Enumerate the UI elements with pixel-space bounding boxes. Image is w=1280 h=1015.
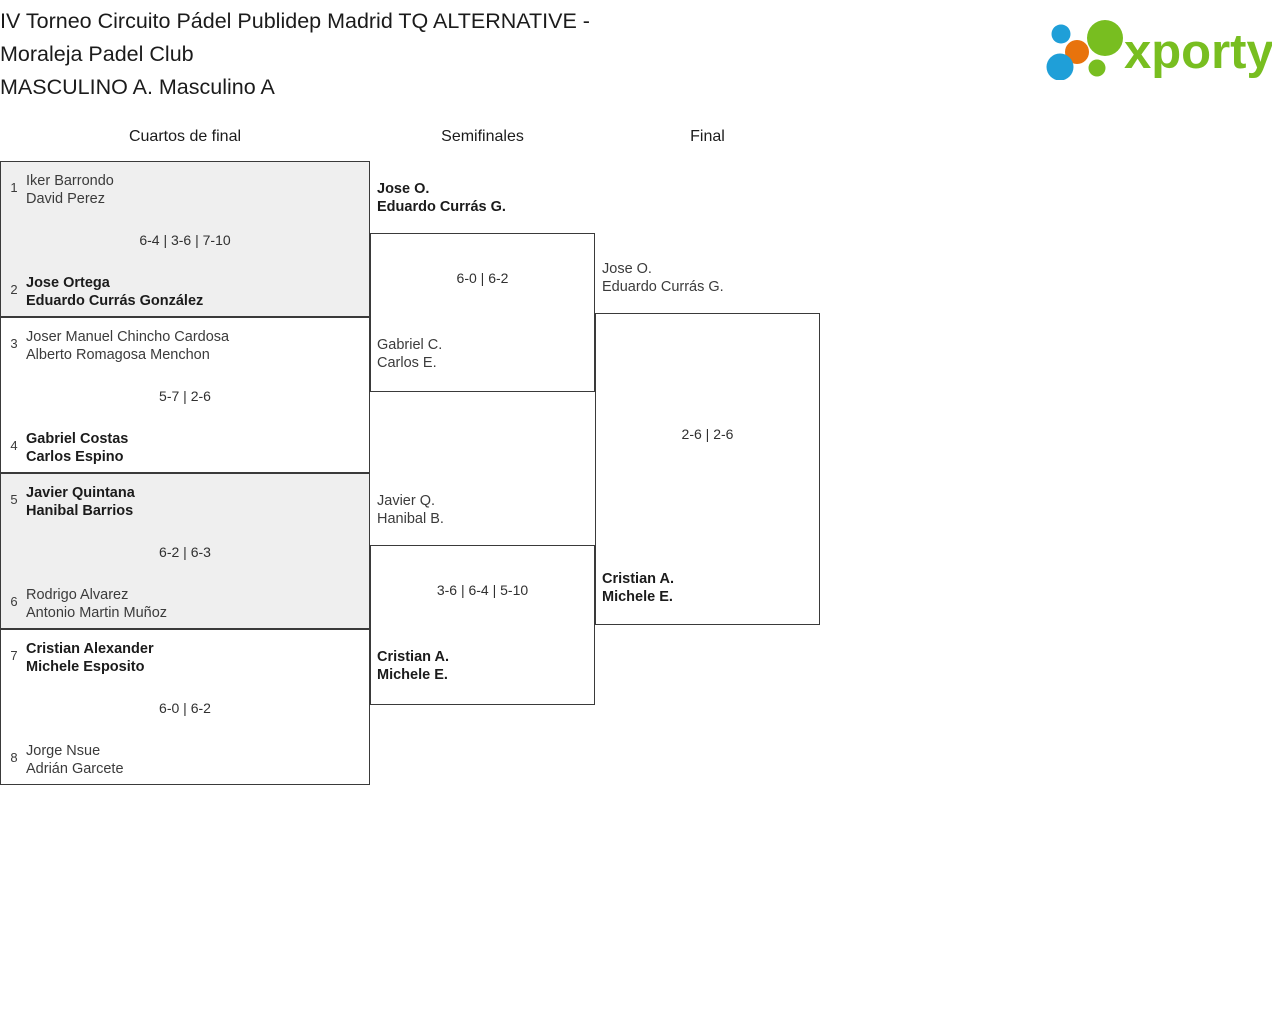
round-heading-final: Final xyxy=(690,128,725,145)
semifinal-2-top-team: Javier Q. Hanibal B. xyxy=(377,493,444,527)
team-name: Joser Manuel Chincho Cardosa Alberto Rom… xyxy=(26,329,230,363)
quarterfinal-match-3[interactable]: 5 Javier Quintana Hanibal Barrios 6-2 | … xyxy=(0,473,370,629)
team-name: Cristian Alexander Michele Esposito xyxy=(26,641,154,675)
seed-number: 2 xyxy=(10,282,18,297)
quarterfinal-match-1[interactable]: 1 Iker Barrondo David Perez 6-4 | 3-6 | … xyxy=(0,161,370,317)
xporty-logo: xporty xyxy=(1042,18,1274,81)
logo-dot-orange xyxy=(1065,40,1089,64)
semifinal-2-bottom-team: Cristian A. Michele E. xyxy=(377,649,449,683)
quarterfinal-match-2[interactable]: 3 Joser Manuel Chincho Cardosa Alberto R… xyxy=(0,317,370,473)
team-name: Jorge Nsue Adrián Garcete xyxy=(26,743,124,777)
logo-dot-blue-large xyxy=(1046,53,1074,81)
seed-number: 6 xyxy=(10,594,18,609)
seed-number: 3 xyxy=(10,336,18,351)
seed-number: 7 xyxy=(10,648,18,663)
final-bottom-team: Cristian A. Michele E. xyxy=(602,571,674,605)
logo-dot-green-small xyxy=(1088,59,1106,77)
seed-number: 8 xyxy=(10,750,18,765)
team-name: Jose Ortega Eduardo Currás González xyxy=(26,275,204,309)
match-score: 3-6 | 6-4 | 5-10 xyxy=(436,582,529,598)
logo-dot-green-large xyxy=(1087,20,1123,56)
match-score: 5-7 | 2-6 xyxy=(159,388,211,404)
semifinal-match-2[interactable]: 3-6 | 6-4 | 5-10 xyxy=(370,545,595,705)
seed-number: 4 xyxy=(10,438,18,453)
logo-wordmark: xporty xyxy=(1124,25,1272,79)
final-match[interactable]: 2-6 | 2-6 xyxy=(595,313,820,625)
logo-dot-blue-small xyxy=(1051,24,1071,44)
seed-number: 1 xyxy=(10,180,18,195)
page-title: IV Torneo Circuito Pádel Publidep Madrid… xyxy=(0,9,590,99)
team-name: Iker Barrondo David Perez xyxy=(26,173,114,207)
semifinal-1-bottom-team: Gabriel C. Carlos E. xyxy=(377,337,443,371)
team-name: Javier Quintana Hanibal Barrios xyxy=(26,485,135,519)
round-heading-quarterfinals: Cuartos de final xyxy=(128,128,242,145)
semifinal-match-1[interactable]: 6-0 | 6-2 xyxy=(370,233,595,392)
semifinal-1-top-team: Jose O. Eduardo Currás G. xyxy=(377,181,506,215)
match-score: 6-0 | 6-2 xyxy=(456,270,509,286)
final-top-team: Jose O. Eduardo Currás G. xyxy=(602,261,724,295)
match-score: 6-4 | 3-6 | 7-10 xyxy=(139,232,231,248)
page-header: IV Torneo Circuito Pádel Publidep Madrid… xyxy=(0,0,1280,110)
round-heading-semifinals: Semifinales xyxy=(441,128,524,145)
seed-number: 5 xyxy=(10,492,18,507)
match-score: 2-6 | 2-6 xyxy=(681,426,734,442)
match-score: 6-2 | 6-3 xyxy=(159,544,211,560)
team-name: Rodrigo Alvarez Antonio Martin Muñoz xyxy=(26,587,168,621)
match-score: 6-0 | 6-2 xyxy=(159,700,211,716)
team-name: Gabriel Costas Carlos Espino xyxy=(26,431,129,465)
quarterfinal-match-4[interactable]: 7 Cristian Alexander Michele Esposito 6-… xyxy=(0,629,370,785)
